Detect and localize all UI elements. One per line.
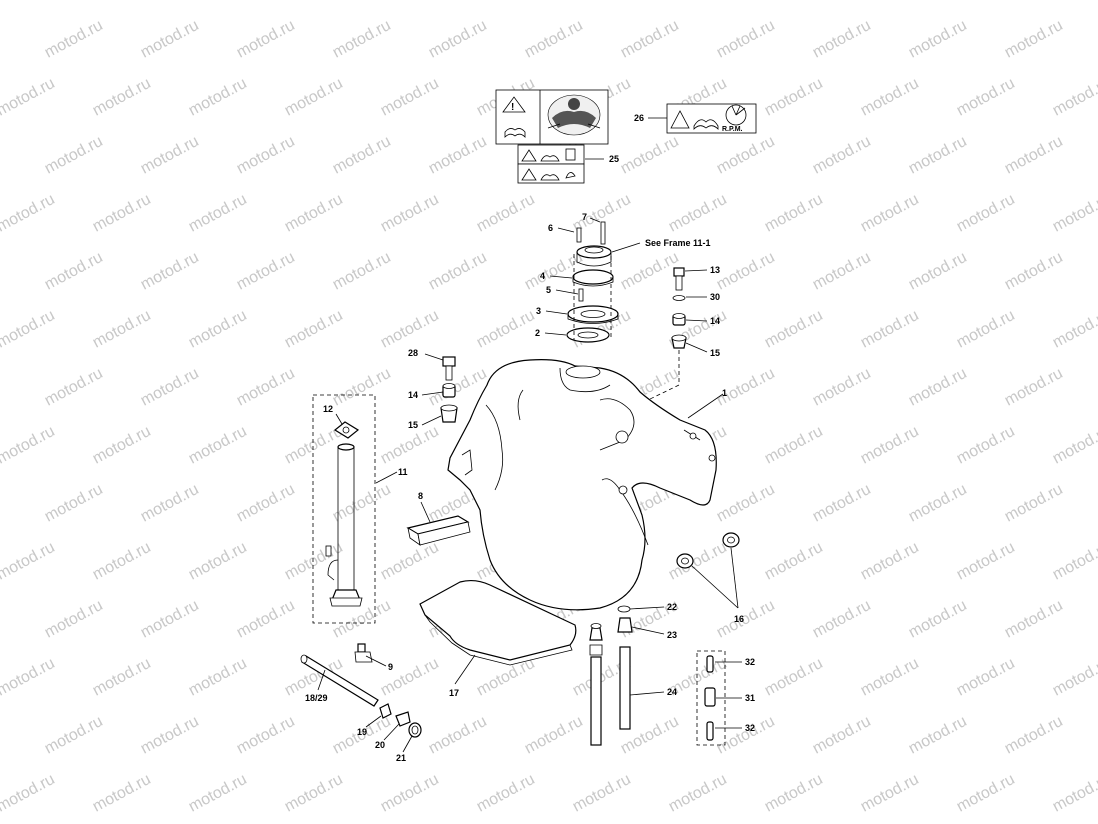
callout-labels: 25 26 6 7 See Frame 11-1 4 5 3 2 13 30 1… <box>305 113 755 763</box>
rpm-text: R.P.M. <box>722 126 743 133</box>
label-part-7: 7 <box>582 212 587 222</box>
screw-part-6 <box>576 227 582 243</box>
label-part-14b: 14 <box>408 390 418 400</box>
rider-illustration-icon <box>547 94 601 136</box>
fitting-part-23 <box>617 617 633 633</box>
label-part-13: 13 <box>710 265 720 275</box>
manual-book-icon <box>693 119 719 130</box>
fuel-lines-assembly <box>589 605 633 746</box>
label-part-8: 8 <box>418 491 423 501</box>
warning-decal-small-upper <box>517 144 585 165</box>
label-part-15b: 15 <box>408 420 418 430</box>
mount-hardware-left <box>440 356 458 423</box>
warning-triangle-icon <box>502 96 526 113</box>
oil-icon <box>565 172 576 179</box>
screw-part-7 <box>600 221 606 245</box>
pin-part-32b <box>706 721 714 741</box>
label-part-6: 6 <box>548 223 553 233</box>
label-part-28: 28 <box>408 348 418 358</box>
leader-lines <box>317 117 742 753</box>
label-part-22: 22 <box>667 602 677 612</box>
screw-part-5 <box>578 288 584 302</box>
label-part-18-29: 18/29 <box>305 693 328 703</box>
label-part-25: 25 <box>609 154 619 164</box>
label-part-19: 19 <box>357 727 367 737</box>
manual-book-icon <box>540 174 560 181</box>
warning-decal-large: ! <box>495 89 609 145</box>
fuel-pump-kit-part-11 <box>312 394 376 624</box>
warning-triangle-icon <box>521 149 537 162</box>
tank-tray-part-17 <box>419 579 577 666</box>
warning-decal-small-lower <box>517 163 585 184</box>
vent-tube-assembly <box>300 643 422 738</box>
label-see-frame: See Frame 11-1 <box>645 238 711 248</box>
label-part-9: 9 <box>388 662 393 672</box>
fuel-icon <box>565 148 576 161</box>
coupler-part-31 <box>704 687 716 707</box>
label-part-24: 24 <box>667 687 677 697</box>
label-part-12: 12 <box>323 404 333 414</box>
svg-text:!: ! <box>511 102 514 113</box>
label-part-5: 5 <box>546 285 551 295</box>
washer-part-22 <box>617 605 631 613</box>
seal-ring-part-4 <box>572 269 614 285</box>
label-part-1: 1 <box>722 388 727 398</box>
warning-triangle-icon <box>670 110 690 129</box>
nut-part-19 <box>379 703 392 719</box>
manual-book-icon <box>504 128 526 138</box>
fuel-line-part-24 <box>619 646 631 730</box>
label-part-32b: 32 <box>745 723 755 733</box>
label-part-15: 15 <box>710 348 720 358</box>
label-part-14: 14 <box>710 316 720 326</box>
label-part-32a: 32 <box>745 657 755 667</box>
grommets-part-16 <box>676 532 740 569</box>
label-part-2: 2 <box>535 328 540 338</box>
label-part-30: 30 <box>710 292 720 302</box>
mount-hardware-right <box>647 267 687 401</box>
label-part-20: 20 <box>375 740 385 750</box>
manual-book-icon <box>540 155 560 162</box>
bolt-part-13 <box>673 267 685 277</box>
label-part-3: 3 <box>536 306 541 316</box>
label-part-26: 26 <box>634 113 644 123</box>
fuel-tank-part-1 <box>447 359 717 611</box>
fuel-line-a <box>590 656 602 746</box>
screw-part-9 <box>357 643 366 653</box>
label-part-23: 23 <box>667 630 677 640</box>
label-part-16: 16 <box>734 614 744 624</box>
label-part-31: 31 <box>745 693 755 703</box>
pin-part-32a <box>706 655 714 673</box>
pad-part-8 <box>406 515 471 546</box>
label-part-11: 11 <box>398 467 408 477</box>
connector-kit <box>696 650 726 746</box>
label-part-4: 4 <box>540 271 545 281</box>
fitting-part-20 <box>395 711 411 727</box>
washer-part-30 <box>672 295 686 301</box>
bolt-part-28 <box>442 356 456 367</box>
warning-triangle-icon <box>521 168 537 181</box>
label-part-21: 21 <box>396 753 406 763</box>
label-part-17: 17 <box>449 688 459 698</box>
rpm-warning-decal: R.P.M. <box>666 103 757 134</box>
filler-neck-assembly <box>566 221 619 343</box>
